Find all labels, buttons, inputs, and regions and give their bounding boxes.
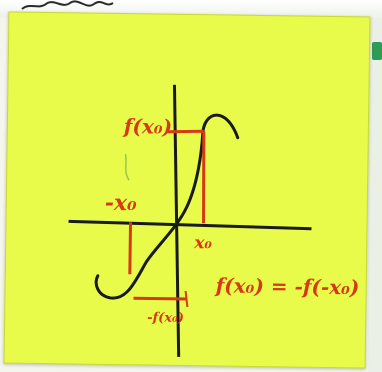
pen-scribble-mark xyxy=(21,0,114,10)
green-sticky-tab xyxy=(372,42,382,60)
sticky-note: f(x₀) -x₀ x₀ -f(x₀) f(x₀) = -f(-x₀) xyxy=(3,11,371,369)
neg-f-x0-tick xyxy=(184,290,189,308)
x0-vertical-line xyxy=(202,131,206,224)
neg-f-x0-horizontal-line xyxy=(133,296,188,301)
f-x0-horizontal-line xyxy=(167,129,204,134)
label-f-x0: f(x₀) xyxy=(123,114,173,139)
label-x0: x₀ xyxy=(194,233,212,254)
x-axis-line xyxy=(68,219,312,231)
equation-odd-function: f(x₀) = -f(-x₀) xyxy=(215,273,360,300)
odd-function-sketch xyxy=(68,84,312,357)
ink-smudge xyxy=(124,154,130,181)
function-curve xyxy=(94,113,240,300)
label-neg-f-x0: -f(x₀) xyxy=(147,310,185,326)
label-neg-x0: -x₀ xyxy=(104,189,137,217)
neg-x0-vertical-line xyxy=(128,222,133,275)
paper-background-right xyxy=(368,18,382,372)
